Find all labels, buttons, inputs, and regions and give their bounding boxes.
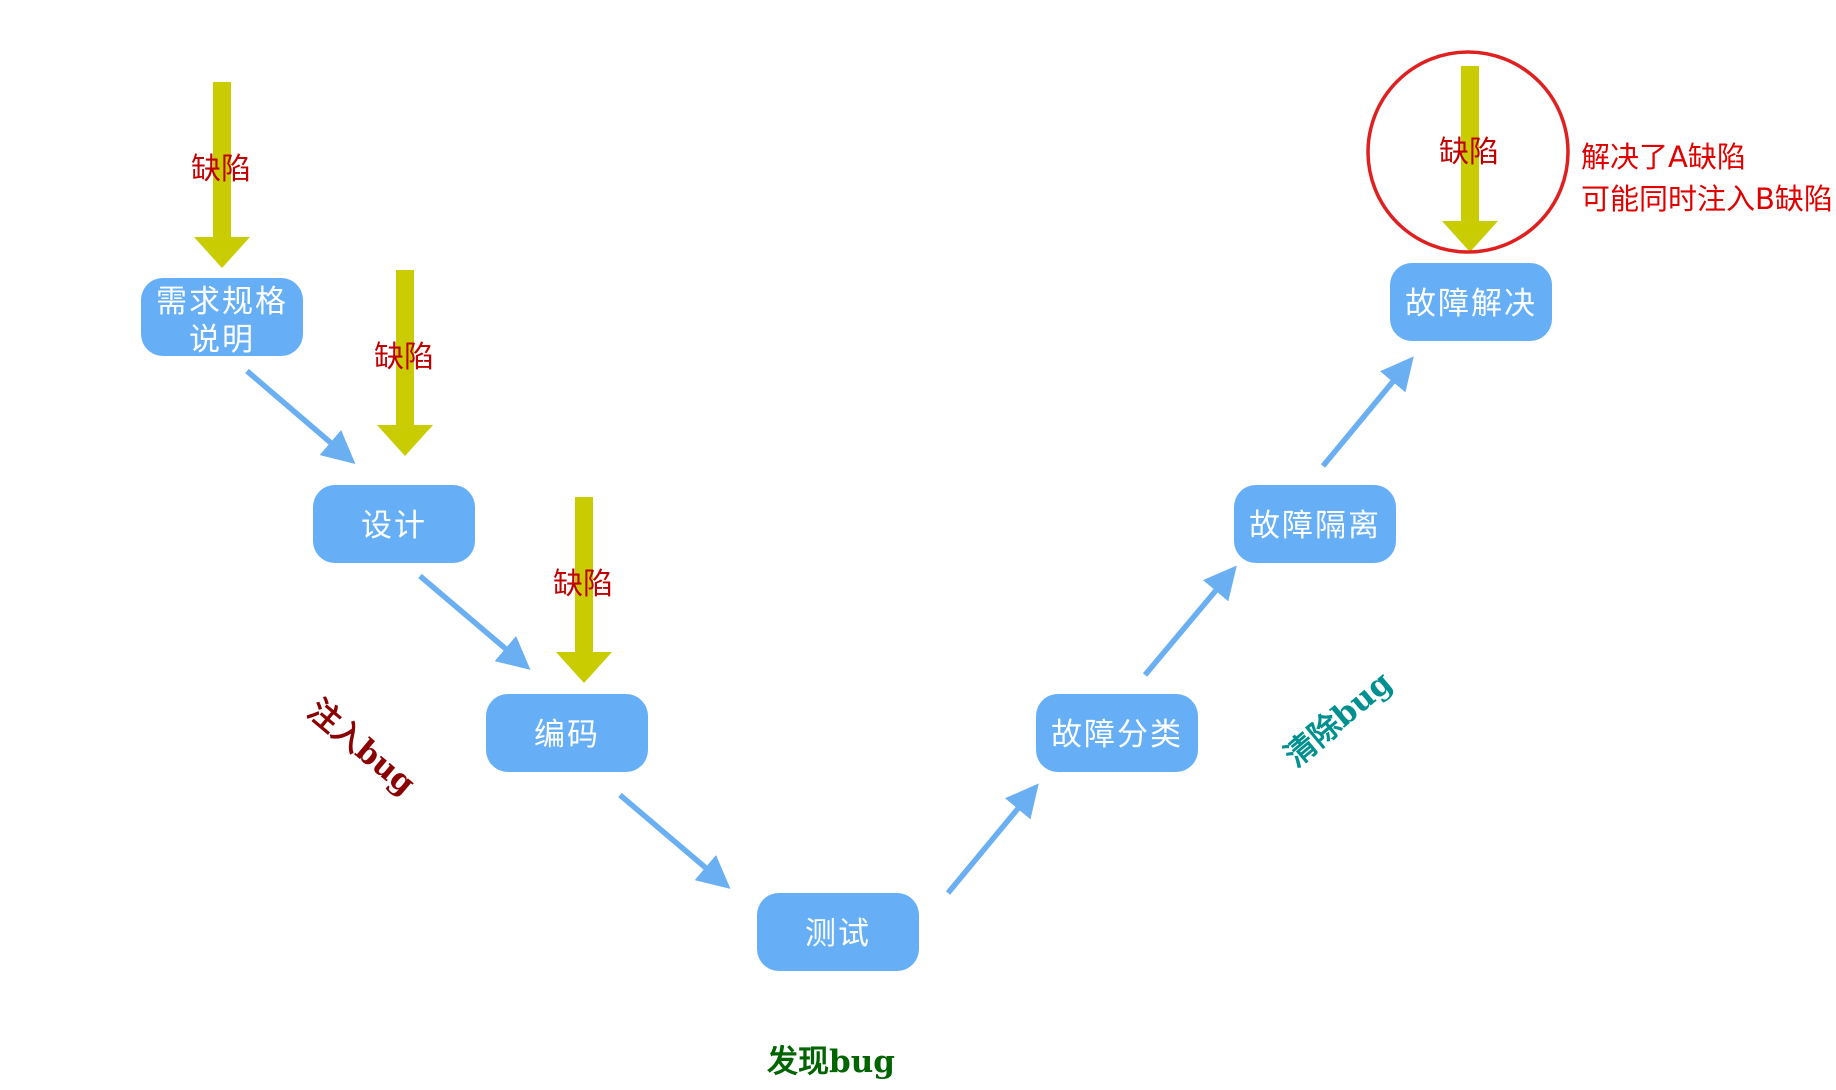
defect-label-coding: 缺陷 xyxy=(553,567,613,602)
node-design: 设计 xyxy=(313,485,475,563)
node-fault-isolate-label: 故障隔离 xyxy=(1249,508,1381,544)
defect-label-requirements: 缺陷 xyxy=(191,152,251,187)
node-testing: 测试 xyxy=(757,893,919,971)
node-requirements-line2: 说明 xyxy=(189,322,255,358)
flow-arrow-isolate-to-resolve xyxy=(1320,356,1414,468)
node-testing-label: 测试 xyxy=(805,916,871,952)
defect-label-design: 缺陷 xyxy=(374,340,434,375)
note-line2: 可能同时注入B缺陷 xyxy=(1581,182,1833,216)
node-fault-classify: 故障分类 xyxy=(1036,694,1198,772)
node-design-label: 设计 xyxy=(361,508,427,544)
defect-arrow-requirements xyxy=(194,82,250,268)
flow-arrow-design-to-coding xyxy=(418,573,531,670)
flow-arrow-req-to-design xyxy=(245,368,356,464)
flow-arrow-coding-to-testing xyxy=(618,792,731,889)
phase-label-find: 发现bug xyxy=(766,1044,895,1080)
flow-arrow-classify-to-isolate xyxy=(1142,565,1237,677)
phase-label-inject: 注入bug xyxy=(301,692,422,802)
defect-arrow-design xyxy=(377,270,433,456)
highlight-circle xyxy=(1366,50,1570,254)
node-requirements: 需求规格 说明 xyxy=(141,278,303,358)
defect-arrow-resolve xyxy=(1442,66,1498,252)
node-fault-resolve: 故障解决 xyxy=(1390,263,1552,341)
flow-arrow-testing-to-classify xyxy=(945,783,1039,895)
node-coding: 编码 xyxy=(486,694,648,772)
defect-label-resolve: 缺陷 xyxy=(1439,135,1499,170)
node-fault-classify-label: 故障分类 xyxy=(1051,717,1183,753)
note-line1: 解决了A缺陷 xyxy=(1581,140,1746,174)
node-fault-isolate: 故障隔离 xyxy=(1234,485,1396,563)
node-coding-label: 编码 xyxy=(534,717,600,753)
node-fault-resolve-label: 故障解决 xyxy=(1405,286,1537,322)
flow-arrows xyxy=(245,356,1414,895)
defect-arrow-coding xyxy=(556,497,612,683)
node-requirements-line1: 需求规格 xyxy=(156,284,288,320)
phase-label-clear: 清除bug xyxy=(1278,664,1399,774)
